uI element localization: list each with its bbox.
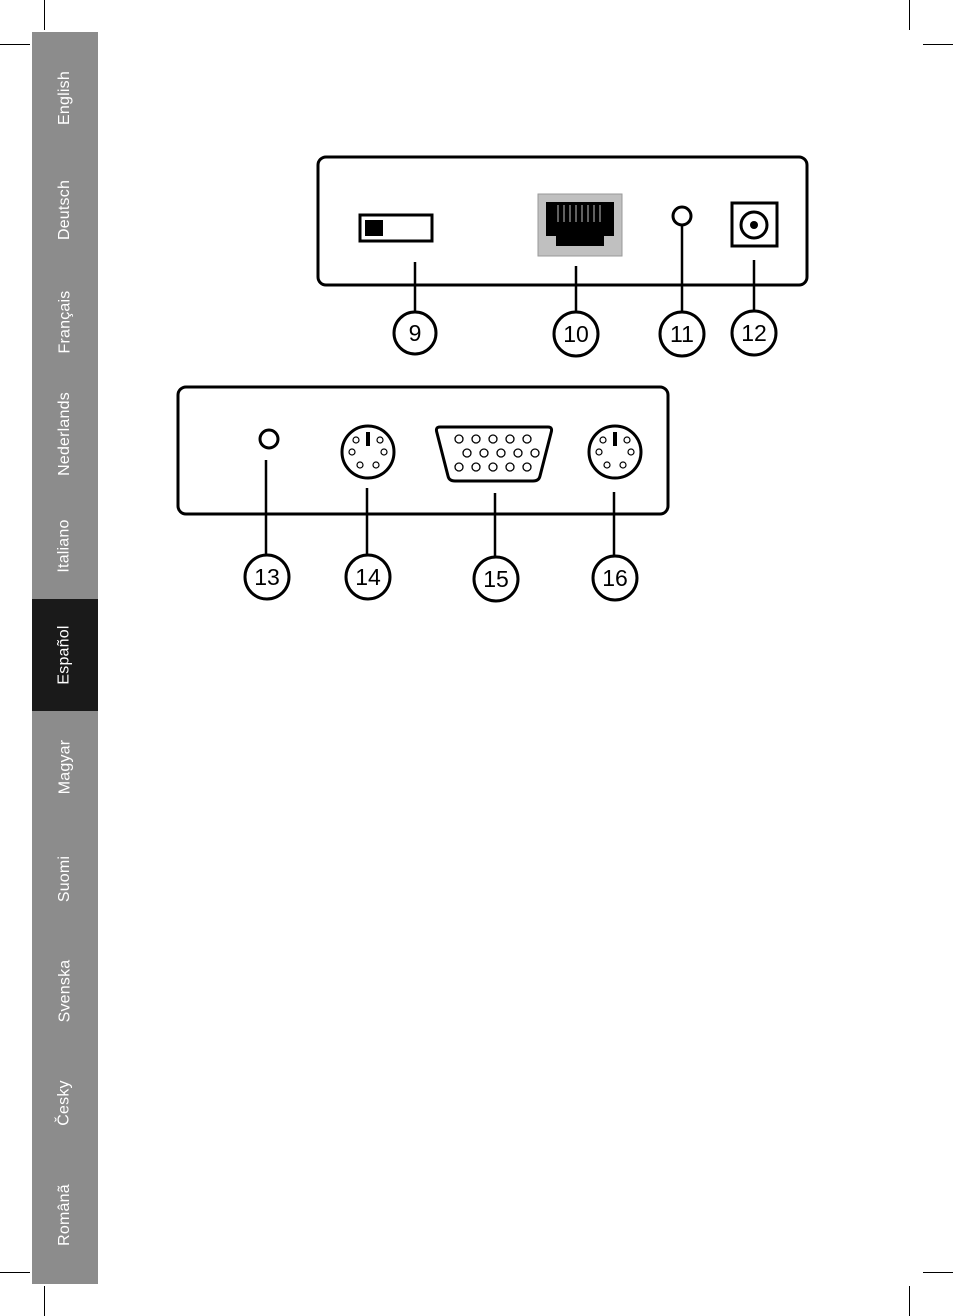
callout-leaders-bottom (266, 460, 614, 557)
ps2-port-icon (589, 426, 641, 478)
dc-power-jack-icon (732, 203, 777, 246)
led-indicator-icon (673, 207, 691, 225)
led-indicator-icon (260, 430, 278, 448)
rj45-port-icon (538, 194, 622, 256)
callout-number: 15 (483, 566, 509, 592)
callout-number: 16 (602, 565, 628, 591)
callout-number: 9 (409, 320, 422, 346)
slide-switch-icon (360, 215, 432, 241)
callout-number: 14 (355, 564, 381, 590)
callout-number: 10 (563, 321, 589, 347)
ps2-port-icon (342, 426, 394, 478)
callout-number: 13 (254, 564, 280, 590)
callout-number: 12 (741, 320, 767, 346)
callout-number: 11 (670, 321, 694, 347)
vga-port-icon (436, 427, 551, 481)
